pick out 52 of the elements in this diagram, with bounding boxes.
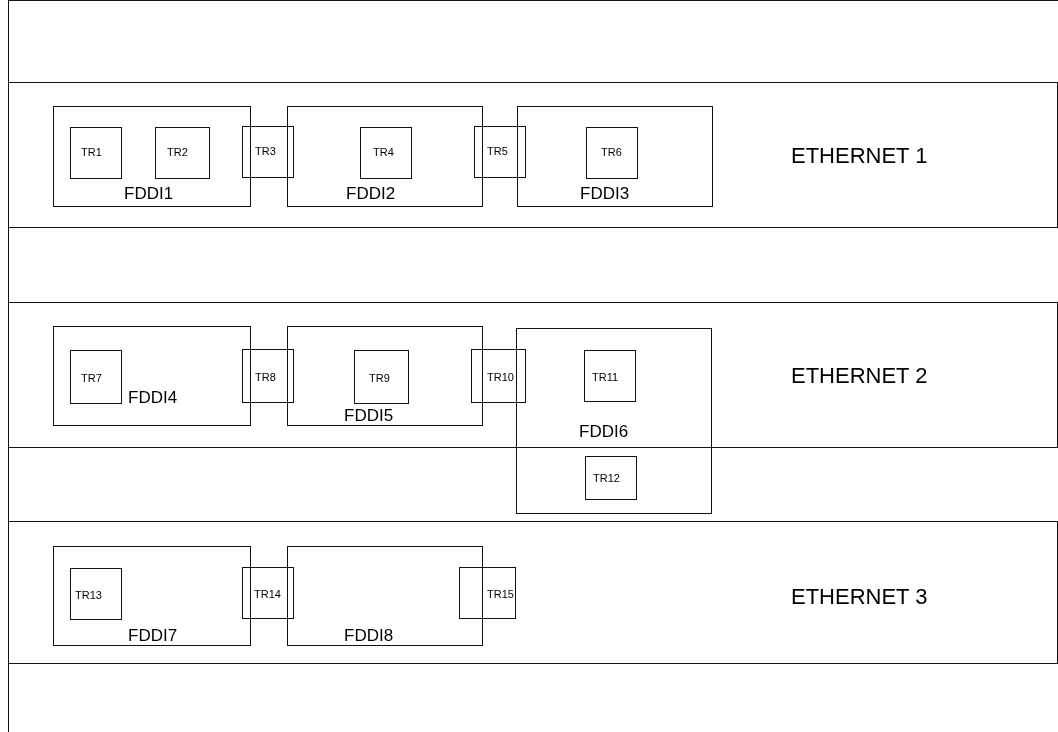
station-label: TR7	[81, 373, 102, 384]
ring-label: FDDI7	[128, 627, 178, 644]
band-label: ETHERNET 1	[791, 145, 928, 167]
station-label: TR10	[487, 372, 514, 383]
station-box	[471, 349, 526, 403]
station-box	[242, 567, 294, 619]
network-band	[8, 302, 1058, 448]
network-band	[8, 521, 1058, 664]
ring-box	[53, 106, 251, 207]
station-box	[586, 127, 638, 179]
ring-label: FDDI2	[346, 185, 396, 202]
station-box	[474, 126, 526, 178]
ring-box	[287, 326, 483, 426]
station-box	[155, 127, 210, 179]
station-box	[242, 349, 294, 403]
station-label: TR2	[167, 147, 188, 158]
ring-label: FDDI3	[580, 185, 630, 202]
station-label: TR1	[81, 147, 102, 158]
station-box	[70, 127, 122, 179]
station-label: TR5	[487, 146, 508, 157]
station-box	[584, 350, 636, 402]
ring-label: FDDI4	[128, 389, 178, 406]
ring-label: FDDI1	[124, 185, 174, 202]
ring-box	[53, 326, 251, 426]
ring-label: FDDI8	[344, 627, 394, 644]
ring-label: FDDI5	[344, 407, 394, 424]
network-band	[8, 82, 1058, 228]
station-box	[70, 350, 122, 404]
ring-label: FDDI6	[579, 423, 629, 440]
station-label: TR4	[373, 147, 394, 158]
station-label: TR9	[369, 373, 390, 384]
ring-box	[517, 106, 713, 207]
station-box	[360, 127, 412, 179]
band-label: ETHERNET 2	[791, 365, 928, 387]
ring-box	[287, 106, 483, 207]
station-box	[585, 456, 637, 500]
station-box	[354, 350, 409, 404]
station-box	[459, 567, 516, 619]
station-label: TR15	[487, 589, 514, 600]
station-label: TR11	[592, 372, 619, 383]
station-box	[70, 568, 122, 620]
station-label: TR14	[254, 589, 281, 600]
band-label: ETHERNET 3	[791, 586, 928, 608]
station-label: TR12	[593, 473, 620, 484]
station-label: TR3	[255, 146, 276, 157]
station-box	[242, 126, 294, 178]
station-label: TR13	[75, 590, 102, 601]
ring-box	[53, 546, 251, 646]
station-label: TR6	[601, 147, 622, 158]
ring-box	[516, 328, 712, 514]
ring-box	[287, 546, 483, 646]
station-label: TR8	[255, 372, 276, 383]
